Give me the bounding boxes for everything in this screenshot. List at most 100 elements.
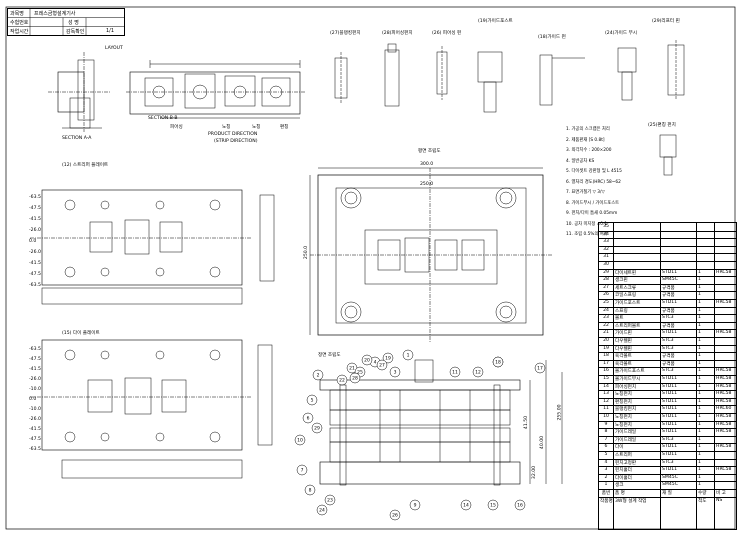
parts-cell-name: 생크 <box>615 483 624 489</box>
balloon-number: 14 <box>463 503 469 509</box>
parts-header-name: 품 명 <box>615 491 625 496</box>
part-balloon: 15 <box>487 499 499 511</box>
parts-cell-name: 섕크핀 <box>615 278 628 284</box>
parts-cell-qty: 1 <box>698 459 701 465</box>
part-balloon: 17 <box>534 362 546 374</box>
balloon-number: 24 <box>319 508 325 514</box>
parts-cell-no: 33 <box>603 239 609 245</box>
parts-cell-qty: 1 <box>698 414 701 419</box>
parts-cell-qty: 1 <box>698 444 701 450</box>
parts-cell-note: HRC58 <box>716 444 732 450</box>
parts-cell-qty: 1 <box>698 300 701 305</box>
parts-cell-no: 8 <box>604 429 608 435</box>
tb-time-label: 작업시간 <box>10 29 29 35</box>
balloon-number: 3 <box>394 370 397 376</box>
parts-cell-mat: STD11 <box>662 444 678 450</box>
part-balloon: 2 <box>312 369 324 381</box>
parts-cell-note: HRC58 <box>716 383 732 389</box>
balloon-number: 19 <box>385 356 391 362</box>
parts-cell-qty: 1 <box>698 421 701 427</box>
part-balloon: 18 <box>492 356 504 368</box>
stripper-tick-label: -41.5 <box>29 261 41 266</box>
parts-cell-name: 다이세트핀 <box>615 270 637 276</box>
parts-cell-mat: STC3 <box>662 345 674 351</box>
parts-cell-name: 가이드레일 <box>615 430 637 436</box>
parts-cell-no: 10 <box>603 414 609 419</box>
stripper-tick-label: -41.5 <box>29 217 41 222</box>
parts-cell-name: 펀치고정판 <box>615 460 637 466</box>
parts-cell-mat: SM45C <box>662 482 678 488</box>
parts-cell-name: 다이홀더 <box>615 475 632 481</box>
balloon-number: 6 <box>307 416 310 422</box>
parts-cell-mat: STD11 <box>662 376 678 381</box>
parts-cell-no: 1 <box>604 482 608 488</box>
parts-cell-mat: STD11 <box>662 269 678 275</box>
front-assembly-label: 정면 조립도 <box>318 353 341 358</box>
parts-cell-name: 가이드핀 <box>615 331 632 337</box>
part-balloon: 29 <box>311 422 323 434</box>
parts-cell-mat: 규격품 <box>662 323 675 329</box>
parts-cell-note: HRC58 <box>716 429 732 435</box>
parts-cell-no: 18 <box>603 353 609 359</box>
part-balloon: 12 <box>472 366 484 378</box>
parts-cell-qty: 1 <box>698 383 701 389</box>
parts-cell-qty: 1 <box>698 467 701 473</box>
parts-cell-name: 다우웰핀 <box>615 346 632 352</box>
parts-cell-mat: SM45C <box>662 474 678 480</box>
parts-cell-no: 20 <box>603 338 609 343</box>
parts-cell-name: 육각볼트 <box>615 361 632 367</box>
detail-views <box>334 40 685 176</box>
parts-cell-note: HRC58 <box>716 330 732 336</box>
parts-cell-no: 31 <box>603 254 609 260</box>
parts-footer-l2: 3W형 설계 작업 <box>615 498 647 504</box>
balloon-number: 29 <box>314 426 320 432</box>
balloon-number: 15 <box>490 503 496 509</box>
part-balloon: 23 <box>324 494 336 506</box>
parts-cell-qty: 1 <box>698 315 701 321</box>
tb-exam-no-label: 수험번호 <box>10 20 29 26</box>
parts-cell-no: 17 <box>603 360 609 366</box>
balloon-number: 28 <box>352 376 358 382</box>
parts-cell-qty: 1 <box>698 322 701 328</box>
parts-cell-qty: 1 <box>698 353 701 359</box>
note-line: 3. 외각치수 : 200×200 <box>566 148 612 153</box>
die-tick-label: -63.5 <box>29 347 41 352</box>
parts-cell-note: HRC58 <box>716 368 732 374</box>
parts-row: 34 <box>599 231 736 240</box>
stripper-tick-label: -26.0 <box>29 228 41 233</box>
parts-cell-no: 14 <box>603 383 609 389</box>
parts-cell-name: 다이 <box>615 445 624 451</box>
parts-cell-qty: 1 <box>698 307 701 313</box>
parts-footer-l1: 작품명 <box>600 498 613 504</box>
part-balloon: 10 <box>294 434 306 446</box>
parts-cell-note: HRC58 <box>716 467 732 473</box>
parts-footer-l3: 척도 <box>698 498 707 504</box>
detail-label-4: (19)가이드포스트 <box>478 19 513 24</box>
parts-cell-no: 11 <box>603 406 609 412</box>
parts-cell-name: 스트리퍼볼트 <box>615 323 641 329</box>
stripper-tick-label: -63.5 <box>29 195 41 200</box>
height-total-dim: 255.00 <box>557 404 563 421</box>
parts-cell-qty: 1 <box>698 482 701 488</box>
parts-cell-qty: 1 <box>698 474 701 480</box>
section-aa-label: SECTION A-A <box>62 136 92 141</box>
parts-cell-mat: STD11 <box>662 300 678 305</box>
parts-cell-note: HRC58 <box>716 391 732 397</box>
parts-cell-qty: 1 <box>698 376 701 381</box>
dim-b: 40.00 <box>540 435 546 450</box>
